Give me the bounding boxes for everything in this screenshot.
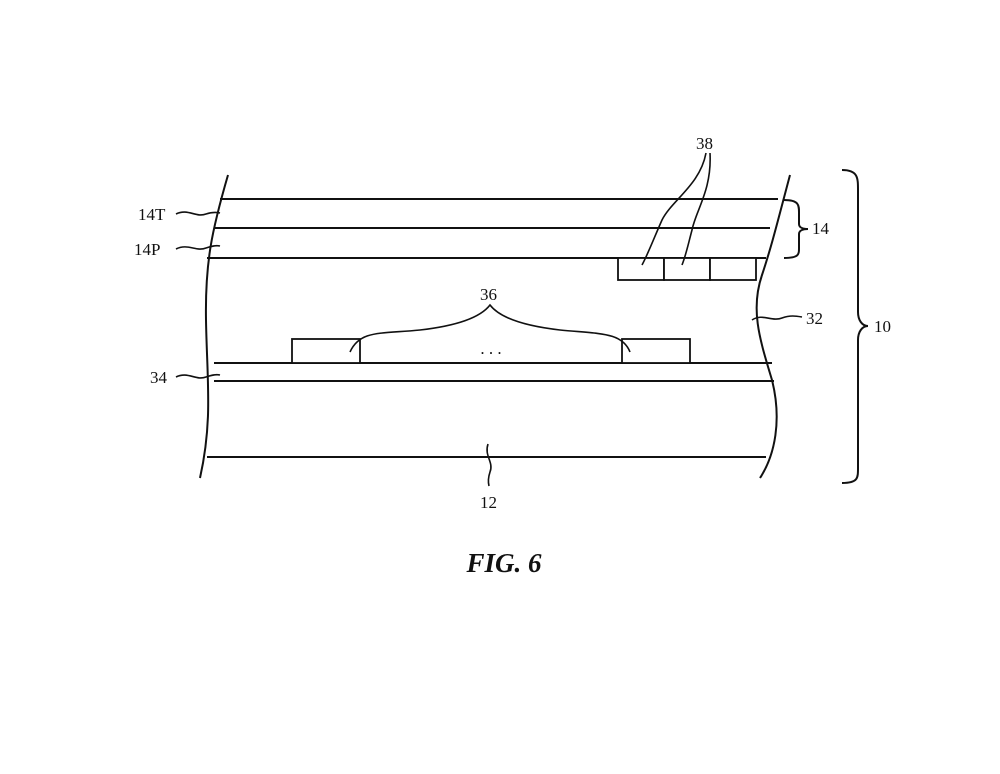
label-38: 38 <box>696 134 713 153</box>
component-36-right <box>621 338 691 364</box>
label-14T: 14T <box>138 205 166 224</box>
leader-14T <box>175 211 221 216</box>
label-32: 32 <box>806 309 823 328</box>
label-14: 14 <box>812 219 830 238</box>
brace-14 <box>783 199 809 259</box>
leader-34 <box>175 373 221 379</box>
label-14P: 14P <box>134 240 160 259</box>
brace-10 <box>841 169 869 484</box>
label-10: 10 <box>874 317 891 336</box>
figure-caption: FIG. 6 <box>465 548 542 578</box>
component-36-left <box>291 338 361 364</box>
left-break-edge <box>199 174 229 479</box>
label-12: 12 <box>480 493 497 512</box>
leader-32 <box>751 315 803 321</box>
label-34: 34 <box>150 368 168 387</box>
leader-38-b <box>681 152 711 266</box>
ellipsis-36: . . . <box>480 339 501 358</box>
leader-12 <box>486 443 492 487</box>
label-36: 36 <box>480 285 497 304</box>
component-38-b <box>663 257 711 281</box>
component-38-a <box>617 257 665 281</box>
component-38-c <box>709 257 757 281</box>
right-break-edge <box>755 174 791 479</box>
leader-36 <box>349 303 631 353</box>
leader-38-a <box>641 152 707 266</box>
leader-14P <box>175 244 221 250</box>
